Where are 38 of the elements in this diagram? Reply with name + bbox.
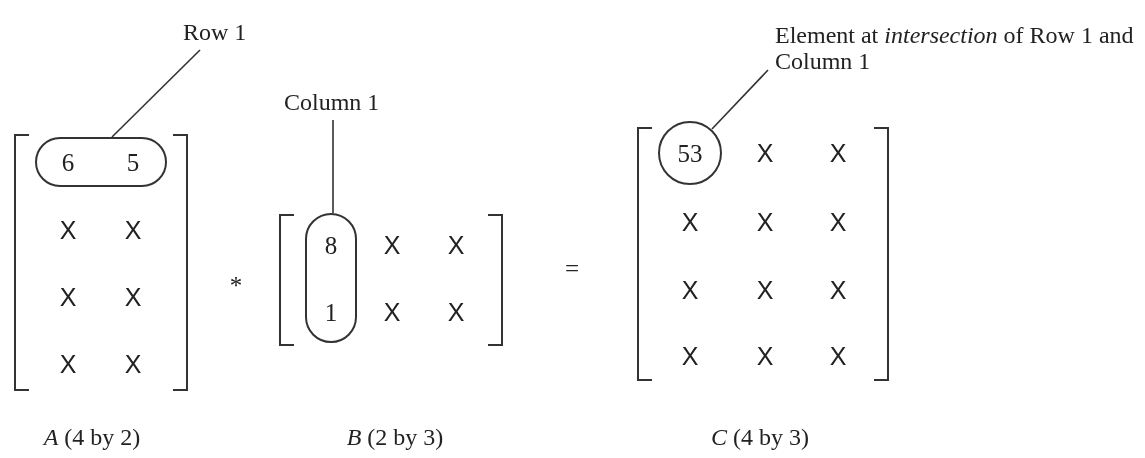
matrix-entry: X [124, 284, 142, 310]
matrix-entry: X [756, 277, 774, 303]
matrix-entry: X [59, 284, 77, 310]
matrix-entry: 1 [324, 299, 338, 325]
matrix-entry: X [756, 343, 774, 369]
callout-label: Column 1 [284, 88, 434, 116]
matrix-entry: X [59, 351, 77, 377]
matrix-entry: 8 [324, 232, 338, 258]
matrix-entry: X [829, 343, 847, 369]
matrix-entry: X [829, 277, 847, 303]
matrix-entry: X [681, 343, 699, 369]
matrix-entry: X [124, 351, 142, 377]
leader-line [111, 49, 201, 138]
matrix-entry: X [447, 232, 465, 258]
matrix-entry: X [681, 277, 699, 303]
matrix-entry: 6 [61, 149, 75, 175]
matrix-caption: B (2 by 3) [346, 425, 444, 449]
matrix-entry: X [383, 232, 401, 258]
leader-line [711, 69, 769, 130]
matrix-entry: X [383, 299, 401, 325]
matrix-entry: 53 [677, 140, 703, 166]
matrix-entry: 5 [126, 149, 140, 175]
matrix-entry: X [829, 140, 847, 166]
matrix-entry: X [756, 140, 774, 166]
matrix-entry: X [756, 209, 774, 235]
matrix-entry: X [681, 209, 699, 235]
matrix-entry: X [447, 299, 465, 325]
highlight-circle [658, 121, 722, 185]
leader-line [332, 119, 334, 214]
matrix-caption: C (4 by 3) [711, 425, 809, 449]
matrix-entry: X [829, 209, 847, 235]
callout-label: Row 1 [183, 18, 293, 46]
operator-sign: * [229, 272, 243, 298]
matrix-entry: X [124, 217, 142, 243]
operator-sign: = [564, 255, 580, 281]
callout-text: Element at intersection of Row 1 and Column 1 [775, 22, 1145, 74]
matrix-caption: A (4 by 2) [43, 425, 141, 449]
matrix-entry: X [59, 217, 77, 243]
